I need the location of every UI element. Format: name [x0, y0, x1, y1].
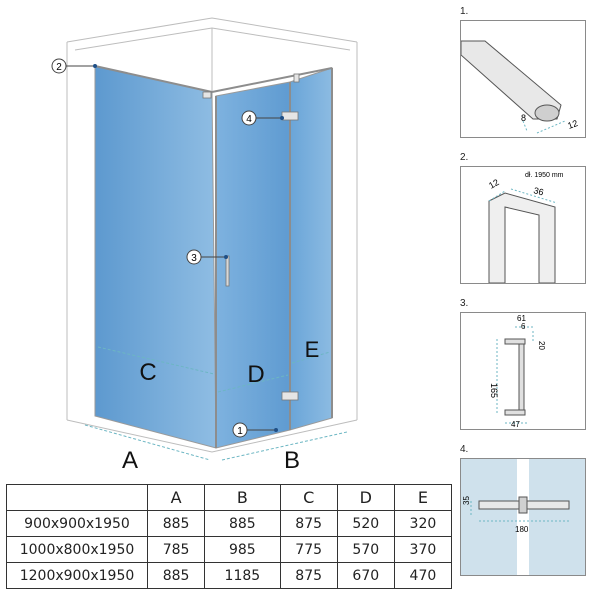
table-cell: 985: [204, 536, 281, 563]
svg-text:3: 3: [191, 253, 197, 264]
svg-text:61: 61: [517, 314, 526, 323]
model-cell: 1000x800x1950: [6, 536, 148, 563]
svg-text:20: 20: [537, 341, 546, 350]
table-cell: 875: [279, 510, 338, 537]
detail-3-label: 3.: [460, 298, 469, 309]
table-cell: 470: [393, 562, 453, 589]
table-header-cell: D: [336, 484, 395, 511]
table-cell: 875: [279, 562, 338, 589]
svg-text:2: 2: [56, 62, 62, 73]
svg-text:dł. 1950 mm: dł. 1950 mm: [525, 172, 564, 179]
table-row: 1200x900x1950 885 1185 875 670 470: [6, 562, 453, 589]
table-cell: 320: [393, 510, 453, 537]
callout-2: 2: [51, 58, 97, 74]
model-cell: 900x900x1950: [6, 510, 148, 537]
dimension-label-e: E: [305, 337, 320, 362]
svg-text:8: 8: [521, 113, 526, 123]
svg-text:165: 165: [489, 383, 499, 398]
hinge-drawing: 35 180: [461, 459, 585, 575]
dimension-label-d: D: [247, 361, 264, 388]
seal-profile-drawing: 8 12: [460, 40, 579, 134]
detail-2-box: 12 36 dł. 1950 mm: [460, 166, 586, 284]
dimensions-table: A B C D E 900x900x1950 885 885 875 520 3…: [6, 484, 453, 589]
dimension-lines: [84, 346, 348, 461]
detail-3-box: 61 6 20 165 47: [460, 312, 586, 430]
dimension-label-a: A: [122, 447, 138, 474]
table-cell: 775: [279, 536, 338, 563]
table-cell: 570: [336, 536, 395, 563]
svg-text:47: 47: [511, 420, 520, 429]
detail-1-label: 1.: [460, 6, 469, 17]
wall-profile-drawing: 12 36 dł. 1950 mm: [487, 172, 564, 284]
table-cell: 520: [336, 510, 395, 537]
table-cell: 785: [146, 536, 206, 563]
table-cell: 885: [146, 562, 206, 589]
table-row: 900x900x1950 885 885 875 520 320: [6, 510, 453, 537]
callout-3: 3: [186, 249, 228, 265]
table-header-row: A B C D E: [6, 484, 453, 511]
svg-text:6: 6: [521, 322, 526, 331]
callout-1: 1: [232, 422, 278, 438]
right-glass-panel: [289, 67, 333, 431]
table-header-cell: [6, 484, 148, 511]
svg-text:35: 35: [462, 496, 471, 505]
table-header-cell: E: [393, 484, 453, 511]
hinge-bottom: [281, 391, 299, 401]
svg-text:12: 12: [487, 177, 501, 191]
corner-bracket: [202, 91, 212, 99]
model-cell: 1200x900x1950: [6, 562, 148, 589]
table-cell: 885: [146, 510, 206, 537]
table-header-cell: C: [279, 484, 338, 511]
table-row: 1000x800x1950 785 985 775 570 370: [6, 536, 453, 563]
shower-enclosure-diagram: C D E A B 2 4 3 1: [51, 17, 358, 474]
profiles: [94, 65, 333, 448]
svg-text:4: 4: [246, 114, 252, 125]
table-cell: 1185: [204, 562, 281, 589]
detail-1-box: 8 12: [460, 20, 586, 138]
dimension-label-b: B: [284, 447, 300, 474]
handle-drawing: 61 6 20 165 47: [489, 314, 546, 429]
svg-text:36: 36: [532, 185, 544, 197]
door-handle: [225, 255, 230, 287]
detail-4-label: 4.: [460, 444, 469, 455]
table-header-cell: B: [204, 484, 281, 511]
detail-4-box: 35 180: [460, 458, 586, 576]
table-cell: 885: [204, 510, 281, 537]
hinge-top: [281, 111, 299, 121]
table-cell: 370: [393, 536, 453, 563]
dimension-label-c: C: [139, 359, 156, 386]
svg-text:12: 12: [566, 118, 579, 131]
svg-text:180: 180: [515, 525, 529, 534]
table-cell: 670: [336, 562, 395, 589]
table-header-cell: A: [146, 484, 206, 511]
room-walls: [66, 17, 358, 453]
detail-2-label: 2.: [460, 152, 469, 163]
svg-text:1: 1: [237, 426, 243, 437]
callout-4: 4: [241, 110, 284, 126]
wall-profile-top: [293, 73, 300, 83]
